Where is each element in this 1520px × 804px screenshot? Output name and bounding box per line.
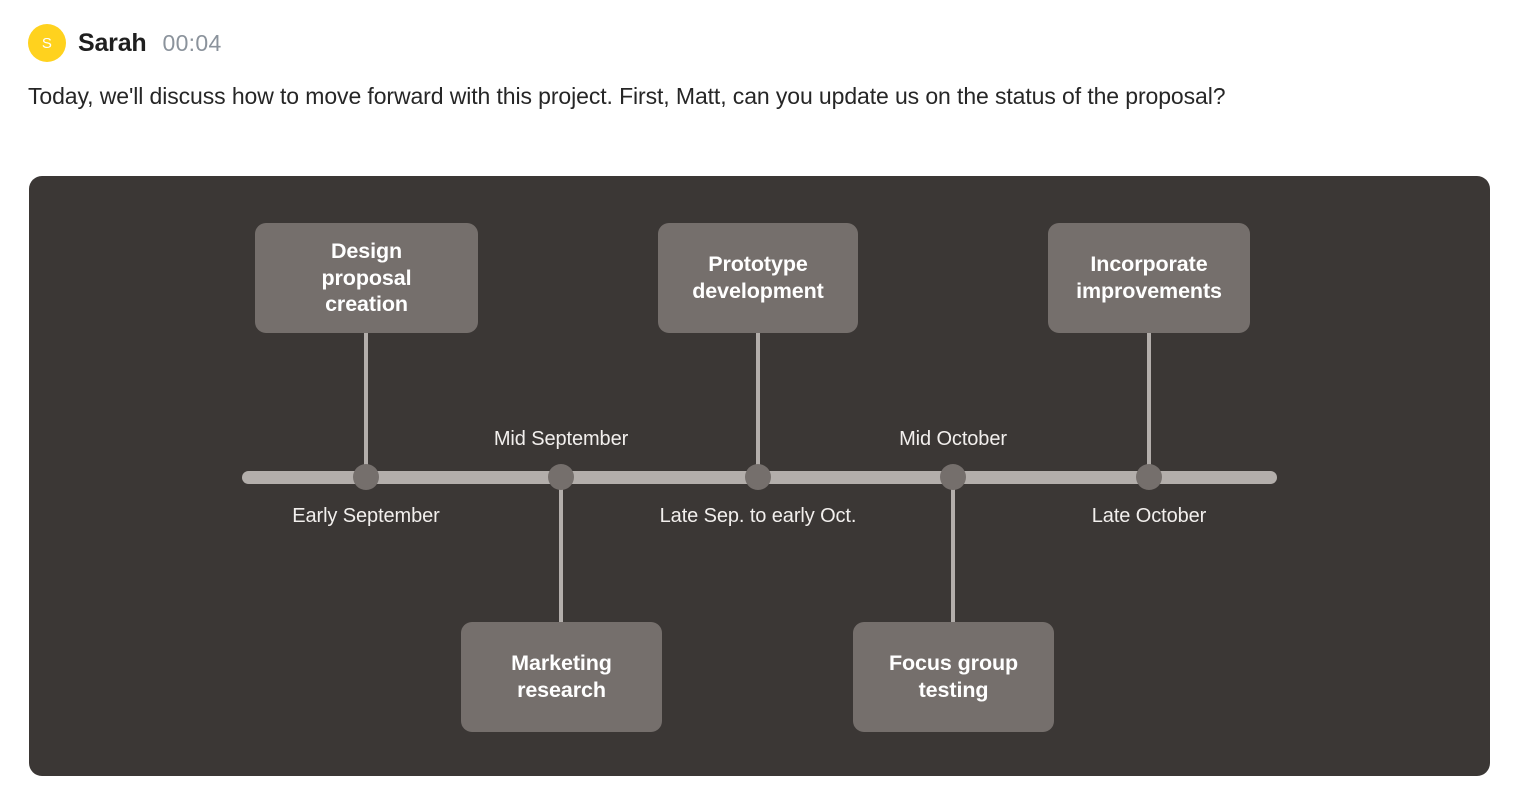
milestone-date-marketing-research: Mid September [494,428,628,451]
connector-stem-incorporate-improvements [1147,331,1151,478]
avatar: S [28,24,66,62]
milestone-date-label: Late October [1091,505,1207,527]
milestone-card-label: Focus group testing [888,651,1019,702]
milestone-date-label: Mid October [899,428,1007,450]
milestone-card-label: Incorporate improvements [1076,252,1222,303]
milestone-date-focus-group-testing: Mid October [899,428,1007,451]
milestone-date-label: Late Sep. to early Oct. [659,505,857,527]
milestone-dot-design-proposal-creation[interactable] [353,464,379,490]
milestone-date-label: Early September [292,505,440,527]
timeline-diagram: Design proposal creation Early September… [29,176,1490,776]
milestone-card-label: Marketing research [511,651,612,702]
milestone-card-incorporate-improvements[interactable]: Incorporate improvements [1048,223,1250,333]
message-timestamp[interactable]: 00:04 [162,29,222,56]
milestone-dot-marketing-research[interactable] [548,464,574,490]
milestone-card-marketing-research[interactable]: Marketing research [461,622,662,732]
connector-stem-design-proposal-creation [364,331,368,478]
speaker-name: Sarah [78,28,147,57]
milestone-dot-prototype-development[interactable] [745,464,771,490]
milestone-date-design-proposal-creation: Early September [292,505,440,528]
milestone-dot-focus-group-testing[interactable] [940,464,966,490]
connector-stem-marketing-research [559,477,563,624]
milestone-card-prototype-development[interactable]: Prototype development [658,223,858,333]
milestone-dot-incorporate-improvements[interactable] [1136,464,1162,490]
connector-stem-prototype-development [756,331,760,478]
connector-stem-focus-group-testing [951,477,955,624]
milestone-date-label: Mid September [493,428,629,450]
timeline-canvas: Design proposal creation Early September… [29,176,1490,776]
milestone-date-prototype-development: Late Sep. to early Oct. [660,505,857,528]
milestone-date-incorporate-improvements: Late October [1091,505,1207,528]
milestone-card-focus-group-testing[interactable]: Focus group testing [853,622,1054,732]
message-header: S Sarah 00:04 [28,22,222,64]
milestone-card-label: Design proposal creation [321,238,412,317]
message-text: Today, we'll discuss how to move forward… [28,83,1226,109]
milestone-card-label: Prototype development [692,252,824,303]
milestone-card-design-proposal-creation[interactable]: Design proposal creation [255,223,478,333]
